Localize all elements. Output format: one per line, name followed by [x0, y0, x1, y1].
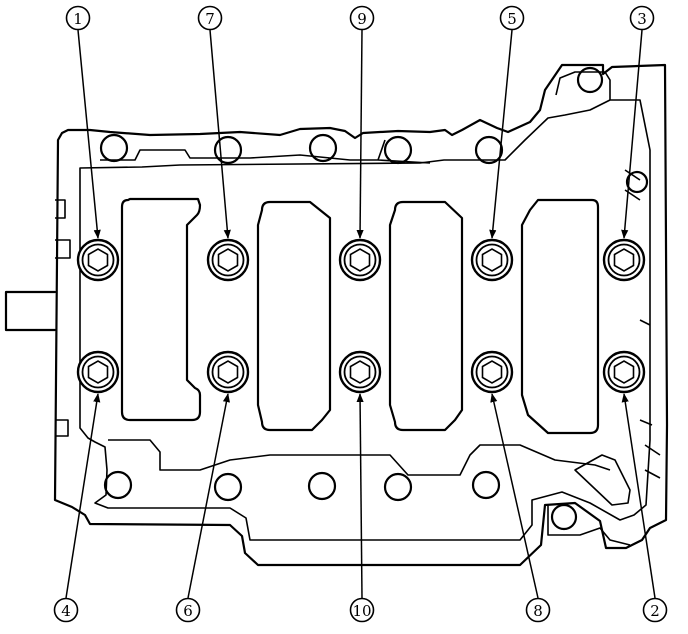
hole [474, 135, 504, 165]
hole [471, 470, 501, 500]
hole [308, 133, 338, 163]
callout-number: 8 [533, 602, 543, 620]
callout-5: 5 [499, 5, 525, 31]
callout-8: 8 [525, 597, 551, 623]
hole [550, 503, 578, 531]
hole [213, 472, 243, 502]
leader-arrow [356, 29, 364, 239]
bolt-hex-head [481, 360, 503, 384]
bolt [602, 238, 646, 282]
leader-arrow [65, 393, 101, 599]
leader-arrow [621, 393, 656, 599]
callout-number: 10 [352, 602, 371, 620]
leader-arrow [187, 393, 230, 599]
callout-circle [499, 5, 525, 31]
bore-window-1 [120, 197, 202, 422]
callout-1: 1 [65, 5, 91, 31]
callout-number: 2 [650, 602, 660, 620]
bolt-hex-head [481, 248, 503, 272]
hole [383, 135, 413, 165]
callout-circle [53, 597, 79, 623]
hole [307, 471, 337, 501]
hole [576, 66, 604, 94]
left-mounting-boss [4, 290, 57, 332]
hole [99, 133, 129, 163]
callout-number: 9 [357, 10, 367, 28]
bore-window-2 [256, 200, 332, 432]
top-edge-detail [100, 139, 431, 164]
bottom-triangle-feature [574, 454, 631, 506]
leader-arrow [77, 29, 101, 239]
bolt-hex-head [87, 360, 109, 384]
bolt-hex-head [217, 248, 239, 272]
leader-arrow [490, 393, 539, 599]
bolt [338, 350, 382, 394]
callout-3: 3 [629, 5, 655, 31]
bottom-passage-contour [108, 439, 611, 476]
bolt-hex-head [217, 360, 239, 384]
bore-window-3 [388, 200, 464, 432]
callout-circle [197, 5, 223, 31]
sequence-callouts: 1 7 9 5 3 4 6 10 8 2 [53, 5, 668, 623]
leader-arrows [65, 29, 656, 599]
callout-number: 7 [205, 10, 215, 28]
bolt [206, 238, 250, 282]
bolt [76, 350, 120, 394]
callout-circle [629, 5, 655, 31]
callout-number: 3 [637, 10, 647, 28]
bore-window-4 [520, 198, 600, 435]
callout-number: 6 [183, 602, 193, 620]
callout-circle [349, 597, 375, 623]
engine-block-outline [4, 63, 669, 567]
bolt-hex-head [87, 248, 109, 272]
bolt [470, 350, 514, 394]
callout-9: 9 [349, 5, 375, 31]
callout-number: 1 [73, 10, 83, 28]
bolt-hex-head [349, 248, 371, 272]
bolt [470, 238, 514, 282]
top-right-corner-boss [555, 71, 611, 100]
callout-2: 2 [642, 597, 668, 623]
callout-number: 4 [61, 602, 71, 620]
bottom-right-bay [547, 505, 631, 546]
callout-circle [525, 597, 551, 623]
callout-circle [175, 597, 201, 623]
bolt-hex-head [613, 360, 635, 384]
leader-arrow [209, 29, 231, 239]
bolt [602, 350, 646, 394]
leader-arrow [621, 29, 643, 239]
callout-circle [349, 5, 375, 31]
hole [103, 470, 133, 500]
block-inner-contour [79, 99, 651, 541]
right-side-ribs [624, 169, 661, 479]
bolt [206, 350, 250, 394]
hole [383, 472, 413, 502]
oil-water-holes [99, 66, 649, 531]
callout-number: 5 [507, 10, 517, 28]
callout-4: 4 [53, 597, 79, 623]
head-bolts [76, 238, 646, 394]
leader-arrow [489, 29, 513, 239]
left-side-notches [55, 199, 71, 437]
callout-10: 10 [349, 597, 375, 623]
callout-circle [642, 597, 668, 623]
callout-circle [65, 5, 91, 31]
leader-arrow [356, 393, 364, 599]
callout-7: 7 [197, 5, 223, 31]
callout-6: 6 [175, 597, 201, 623]
bolt [338, 238, 382, 282]
bolt-hex-head [613, 248, 635, 272]
bolt [76, 238, 120, 282]
hole [213, 135, 243, 165]
hole [625, 170, 649, 194]
block-outer-contour [53, 63, 669, 567]
bolt-hex-head [349, 360, 371, 384]
